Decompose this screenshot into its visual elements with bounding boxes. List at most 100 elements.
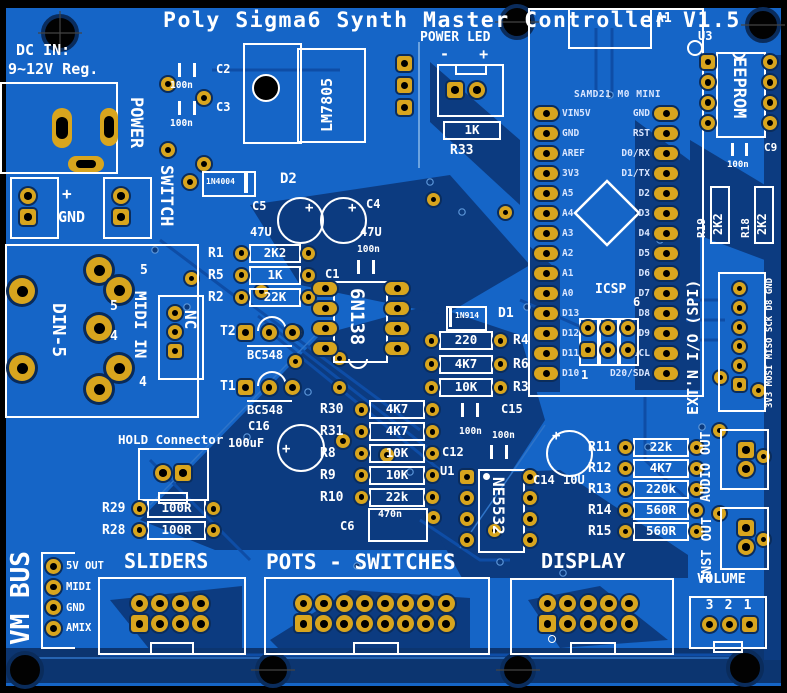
resistor-group-a: R1 2K2 R5 1K R2 22K — [208, 242, 316, 308]
u3-ref: U3 — [698, 29, 713, 43]
mcu-pin-pad — [534, 226, 558, 240]
resistor-value: 4K7 — [369, 400, 425, 420]
resistor-row: R1 2K2 — [208, 242, 316, 264]
pad — [523, 491, 537, 505]
c3-value: 100n — [170, 118, 193, 129]
r33-value: 1K — [443, 121, 501, 140]
pad — [733, 282, 746, 295]
mcu-pin-label: A2 — [562, 247, 574, 259]
pad — [460, 491, 474, 505]
opamp-pin1-dot — [483, 473, 490, 480]
mcu-pin-pad — [534, 366, 558, 380]
resistor-row: R12 4K7 — [588, 458, 704, 479]
pad — [579, 595, 597, 612]
ext-io-label: EXT'N I/O (SPI) — [684, 279, 702, 415]
pad — [600, 595, 618, 612]
pad — [523, 470, 537, 484]
resistor-ref: R6 — [513, 356, 529, 372]
pots-switches-pads — [295, 595, 455, 633]
mcu-pin-row: D5 — [562, 243, 678, 263]
mcu-ref: A1 — [656, 11, 672, 26]
vm-pin-pad — [46, 600, 61, 616]
resistor-pad — [690, 462, 703, 475]
pad — [763, 55, 777, 69]
c9-value: 100n — [727, 160, 749, 170]
power-connector — [10, 177, 59, 239]
pad — [601, 343, 615, 357]
pad — [313, 342, 337, 355]
pad — [385, 302, 409, 315]
c9-cap-symbol — [731, 143, 748, 156]
regulator-hole — [252, 74, 280, 102]
resistor-group-e: R29 100R R28 100R — [102, 498, 221, 541]
display-pads — [539, 595, 638, 633]
d1-pad — [427, 511, 440, 524]
vm-pin-label: MIDI — [66, 581, 92, 594]
pad — [376, 595, 394, 612]
vm-pin-row: MIDI — [46, 577, 104, 598]
pad — [356, 615, 374, 633]
pad — [238, 325, 253, 340]
pad — [171, 595, 189, 612]
pad — [315, 615, 333, 633]
resistor-ref: R14 — [588, 503, 612, 518]
pad — [295, 595, 312, 612]
volume-label: VOLUME — [697, 571, 746, 587]
pad — [539, 595, 556, 612]
mcu-pin-label: D3 — [638, 207, 650, 219]
ext-io-connector — [718, 272, 766, 412]
resistor-row: R14 560R — [588, 500, 704, 521]
pad — [295, 615, 312, 633]
mcu-pin-pad — [654, 226, 678, 240]
mcu-left-pins: VIN5V GND AREF 3V3 A5 — [534, 103, 654, 383]
pad — [621, 343, 635, 357]
resistor-row: R2 22K — [208, 286, 316, 308]
pad — [620, 615, 638, 633]
mcu-pin-label: VIN5V — [562, 107, 591, 119]
display-notch — [570, 642, 616, 655]
c9-ref: C9 — [764, 141, 778, 154]
resistor-row: R9 10K — [320, 464, 440, 486]
regulator-tab — [243, 43, 302, 144]
mcu-pin-label: A3 — [562, 227, 574, 239]
pad — [238, 380, 253, 395]
c3-pad — [197, 157, 211, 171]
resistor-pad — [425, 334, 438, 348]
vm-pin-label: GND — [66, 601, 85, 614]
resistor-value: 220k — [633, 480, 689, 499]
resistor-pad — [302, 246, 315, 260]
switch-connector — [103, 177, 152, 239]
c12-cap-symbol — [490, 445, 508, 459]
resistor-pad — [235, 290, 248, 304]
mcu-pin-label: A4 — [562, 207, 574, 219]
pad — [335, 615, 353, 633]
mcu-pin-pad — [534, 166, 558, 180]
pad — [447, 82, 463, 98]
din5-outline — [5, 244, 199, 418]
dc-jack-pad — [68, 156, 104, 172]
mcu-pin-label: D5 — [638, 247, 650, 259]
switch-connector-pads — [113, 188, 129, 225]
resistor-pad — [494, 334, 507, 348]
mcu-pin-pad — [654, 106, 678, 120]
resistor-row: R11 22k — [588, 437, 704, 458]
resistor-ref: R3 — [513, 380, 529, 396]
resistor-group-b: 220 R4 4K7 R6 10K R3 — [424, 329, 529, 400]
c12-value: 100n — [492, 430, 515, 441]
resistor-ref: R13 — [588, 482, 612, 497]
d1-ref: D1 — [498, 306, 514, 321]
mcu-pin-label: D2 — [638, 187, 650, 199]
c14-ref: C14 — [533, 473, 555, 487]
mcu-pin-row: RST — [562, 123, 678, 143]
dc-jack-pad — [100, 108, 118, 146]
power-led-label: POWER LED — [420, 30, 491, 45]
resistor-row: R30 4K7 — [320, 399, 440, 421]
pad — [285, 380, 300, 395]
c15-value: 100n — [459, 426, 482, 437]
pad — [763, 115, 777, 130]
mcu-pin-row: A0 — [534, 283, 654, 303]
mcu-pin-label: D11 — [562, 347, 580, 359]
mcu-pin-row: A4 — [534, 203, 654, 223]
pad — [175, 465, 191, 481]
pad — [20, 188, 36, 204]
